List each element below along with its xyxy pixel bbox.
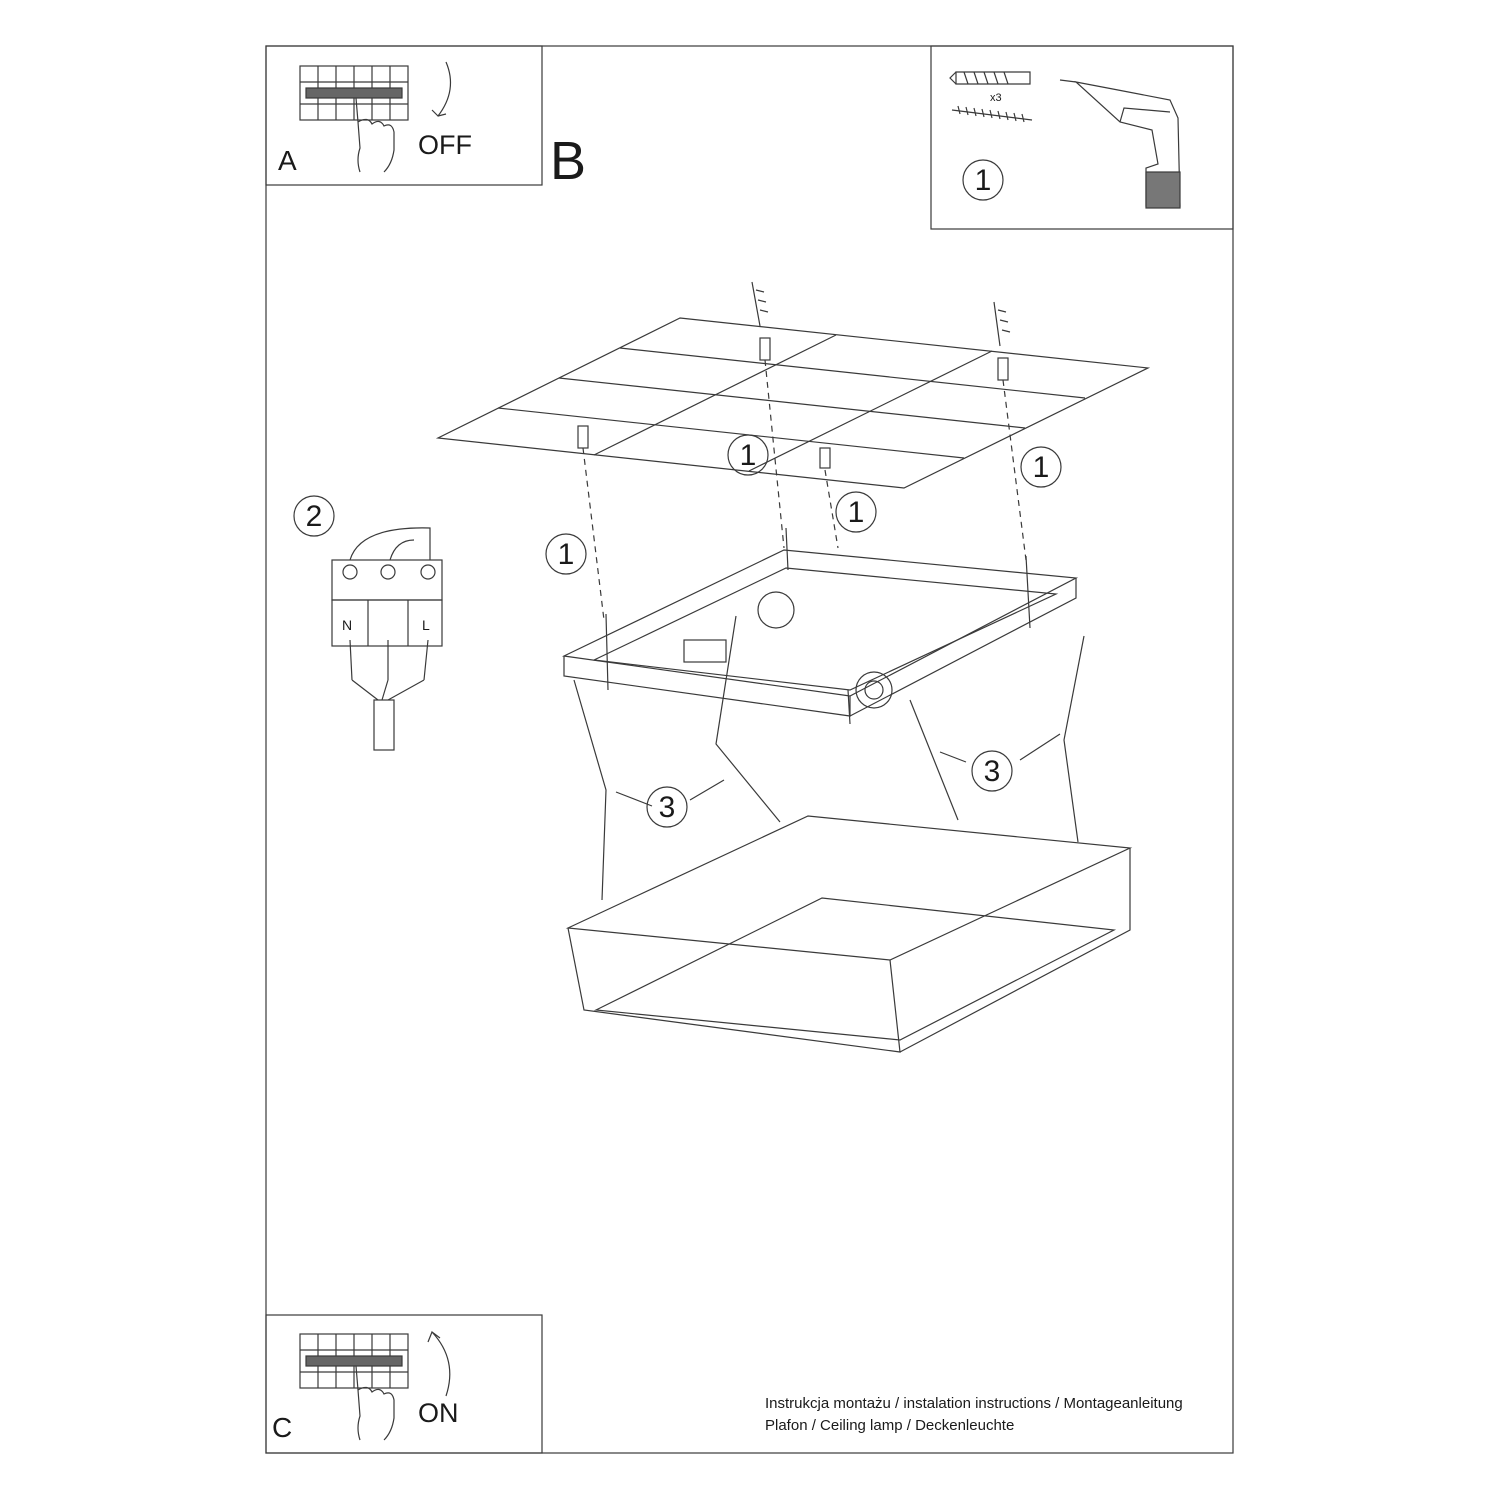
callout-1: 1: [739, 439, 757, 472]
callout-3: 3: [658, 791, 676, 824]
wall-plug-icon: [949, 71, 1031, 85]
terminal-live-label: L: [422, 617, 430, 633]
breaker-on-icon: [299, 1333, 409, 1389]
mounting-plate: [561, 527, 1079, 725]
callout-circle: [1020, 446, 1062, 488]
callout-circle: [545, 533, 587, 575]
page-frame: [265, 45, 1234, 1454]
callout-circle: [971, 750, 1013, 792]
panel-c-box: [265, 1314, 543, 1454]
callout-1: 1: [557, 538, 575, 571]
guide-lines: [582, 359, 1027, 621]
attach-lines: [573, 615, 1085, 901]
screw-icon: [951, 105, 1033, 123]
callout-circle: [835, 491, 877, 533]
callout-circle: [293, 495, 335, 537]
callout-circle: [962, 159, 1004, 201]
callout-3: 3: [983, 755, 1001, 788]
terminal-neutral-label: N: [342, 617, 353, 633]
callout-2: 2: [305, 500, 323, 533]
tools-step-number: 1: [974, 164, 992, 197]
drill-icon: [1059, 79, 1181, 209]
footer-line-1: Instrukcja montażu / instalation instruc…: [765, 1395, 1183, 1412]
callout-1: 1: [847, 496, 865, 529]
ceiling-grid: [435, 317, 1151, 489]
panel-b-letter: B: [550, 131, 587, 191]
panel-c-letter: C: [272, 1412, 293, 1443]
footer-line-2: Plafon / Ceiling lamp / Deckenleuchte: [765, 1417, 1015, 1434]
quantity-label: x3: [990, 92, 1002, 104]
tools-box: [930, 45, 1234, 230]
arrow-up-icon: [427, 1330, 451, 1397]
off-label: OFF: [418, 130, 472, 160]
panel-a-letter: A: [278, 145, 297, 176]
callout-circle: [727, 434, 769, 476]
callout-1: 1: [1032, 451, 1050, 484]
hand-icon: [355, 97, 395, 173]
panel-a-box: [265, 45, 543, 186]
hand-icon: [355, 1365, 395, 1441]
breaker-off-icon: [299, 65, 409, 121]
on-label: ON: [418, 1398, 459, 1428]
arrow-down-icon: [431, 61, 452, 117]
lamp-body: [565, 815, 1133, 1053]
terminal-block: [331, 527, 443, 751]
callout-circle: [646, 786, 688, 828]
